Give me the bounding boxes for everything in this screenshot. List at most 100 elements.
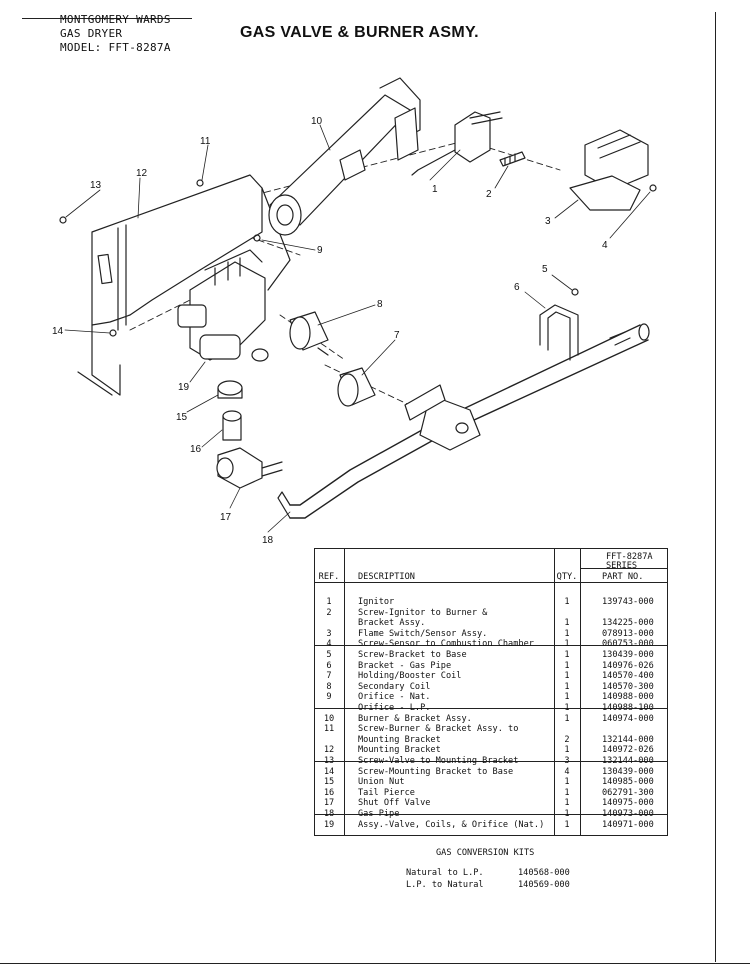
callout-16: 16	[190, 444, 202, 455]
part-no-cell: 140972-026	[602, 745, 654, 756]
ref-cell: 8	[326, 681, 332, 692]
kit-label-1: Natural to L.P.	[406, 868, 484, 878]
callout-9: 9	[317, 245, 323, 256]
part-no-cell: 140971-000	[602, 819, 654, 830]
part-no-cell: 140985-000	[602, 777, 654, 788]
callout-12: 12	[136, 168, 148, 179]
alignment-lines	[129, 141, 561, 411]
ref-cell: 17	[323, 798, 335, 809]
description-cell: Screw-Bracket to Base	[358, 650, 467, 660]
description-cell: Tail Pierce	[358, 787, 415, 798]
qty-cell: 3	[564, 756, 570, 766]
part-no-cell: 140988-100	[602, 703, 654, 713]
description-cell: Bracket - Gas Pipe	[358, 660, 452, 671]
ref-cell: 1	[326, 597, 332, 607]
qty-cell: 2	[564, 734, 570, 745]
part-no-cell: 130439-000	[602, 766, 654, 777]
description-cell: Union Nut	[358, 777, 405, 788]
ref-cell: 6	[326, 660, 332, 671]
qty-cell: 1	[564, 809, 570, 819]
ref-cell: 12	[323, 745, 335, 756]
description-cell: Holding/Booster Coil	[358, 671, 462, 682]
gas-pipe-part	[277, 323, 650, 519]
part-no-cell: 140570-400	[602, 671, 654, 682]
col-header-part-no: PART NO.	[602, 572, 644, 582]
qty-cell: 1	[564, 819, 570, 830]
qty-cell: 1	[564, 692, 570, 703]
part-no-cell: 140570-300	[602, 681, 654, 692]
burner-plate-part	[404, 384, 481, 451]
callout-17: 17	[220, 512, 232, 523]
col-header-ref: REF.	[318, 572, 340, 582]
ref-cell: 7	[326, 671, 332, 682]
product-type: GAS DRYER	[60, 27, 123, 40]
ignitor-part	[411, 111, 503, 176]
callout-11: 11	[200, 136, 211, 147]
part-no-cell: 132144-000	[602, 734, 654, 745]
qty-cell: 1	[564, 660, 570, 671]
burner-tube-part	[268, 77, 421, 236]
description-cell: Mounting Bracket	[358, 745, 441, 756]
kits-title: GAS CONVERSION KITS	[436, 848, 535, 858]
callout-2: 2	[486, 189, 492, 200]
holding-coil-part	[337, 367, 376, 407]
part-no-cell: 134225-000	[602, 618, 654, 629]
brand-name: MONTGOMERY WARDS	[60, 13, 171, 26]
description-cell: Burner & Bracket Assy.	[358, 713, 472, 724]
parts-table: FFT-8287A SERIES REF. DESCRIPTION QTY. P…	[314, 548, 668, 838]
part-no-cell: 062791-300	[602, 787, 654, 798]
gas-valve-assembly-part	[177, 249, 269, 362]
table-row: 5 Screw-Bracket to Base 1 130439-000	[314, 650, 668, 661]
part-no-cell: 140973-000	[602, 809, 654, 819]
part-no-cell: 140974-000	[602, 713, 654, 724]
col-header-qty: QTY.	[556, 572, 578, 582]
description-cell: Screw-Mounting Bracket to Base	[358, 766, 514, 777]
qty-cell: 1	[564, 597, 570, 607]
kit-part-no-1: 140568-000	[518, 868, 570, 878]
qty-cell: 1	[564, 618, 570, 629]
part-no-cell: 130439-000	[602, 650, 654, 660]
description-cell: Screw-Sensor to Combustion Chamber	[358, 639, 534, 650]
part-no-cell: 078913-000	[602, 628, 654, 639]
bottom-frame-line	[0, 963, 750, 964]
flame-sensor-part	[569, 129, 649, 211]
callout-1: 1	[432, 184, 438, 195]
callout-18: 18	[262, 535, 274, 545]
ref-cell: 10	[323, 713, 335, 724]
qty-cell: 1	[564, 713, 570, 724]
tail-pierce-part	[222, 410, 242, 441]
qty-cell: 1	[564, 777, 570, 788]
ref-cell: 4	[326, 639, 332, 650]
callout-13: 13	[90, 180, 102, 191]
description-cell: Screw-Valve to Mounting Bracket	[358, 756, 519, 766]
qty-cell: 1	[564, 671, 570, 682]
secondary-coil-part	[289, 311, 329, 356]
qty-cell: 1	[564, 639, 570, 650]
ref-cell: 5	[326, 650, 332, 660]
callout-4: 4	[602, 240, 608, 251]
qty-cell: 1	[564, 745, 570, 756]
callout-5: 5	[542, 264, 548, 275]
qty-cell: 1	[564, 650, 570, 660]
ref-cell: 11	[323, 724, 335, 735]
description-cell: Bracket Assy.	[358, 618, 426, 629]
qty-cell: 1	[564, 703, 570, 713]
description-cell: Orifice - Nat.	[358, 692, 431, 703]
ref-cell: 2	[326, 607, 332, 618]
callout-14: 14	[52, 326, 64, 337]
description-cell: Ignitor	[358, 597, 395, 607]
qty-cell: 1	[564, 681, 570, 692]
callout-7: 7	[394, 330, 400, 341]
callout-15: 15	[176, 412, 188, 423]
